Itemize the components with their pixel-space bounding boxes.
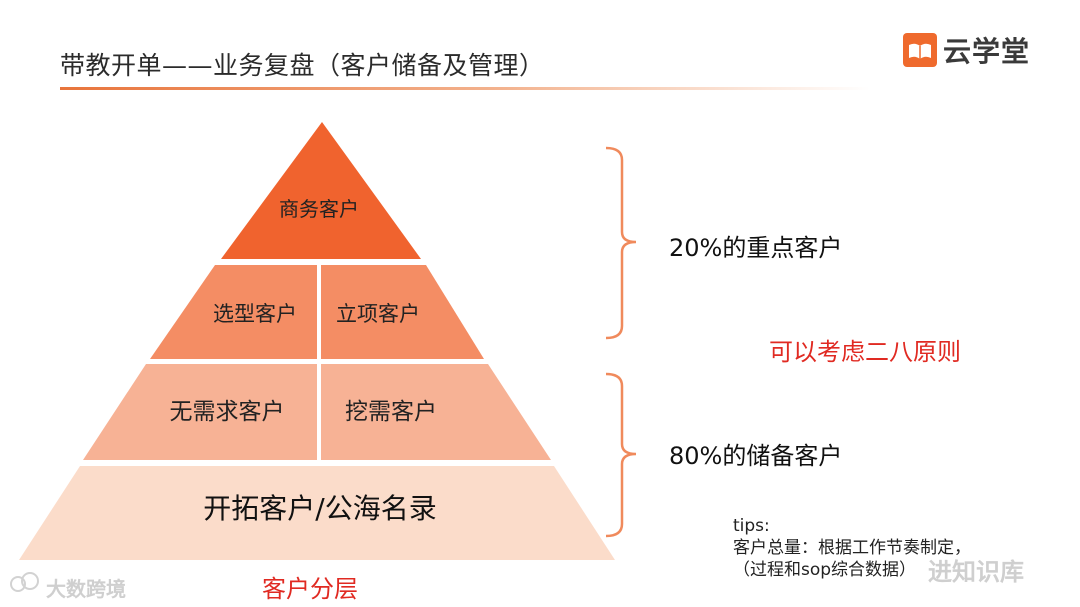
pyramid-tier-top bbox=[221, 122, 421, 259]
watermark-right: 进知识库 bbox=[928, 558, 1024, 586]
tier-base-label: 开拓客户/公海名录 bbox=[203, 492, 436, 525]
pyramid-tier-2-left bbox=[150, 265, 317, 359]
title-underline bbox=[60, 87, 870, 90]
tier-3-left-label: 无需求客户 bbox=[170, 399, 285, 425]
bracket-bottom-group bbox=[605, 372, 637, 538]
tips-note: tips: 客户总量：根据工作节奏制定， （过程和sop综合数据） bbox=[733, 515, 971, 581]
watermark-left: 大数跨境 bbox=[46, 577, 126, 601]
tips-line-1: 客户总量：根据工作节奏制定， bbox=[733, 538, 971, 558]
brand-name: 云学堂 bbox=[943, 35, 1031, 68]
bracket-top-group bbox=[605, 146, 637, 340]
tier-3-right-label: 挖需客户 bbox=[345, 399, 437, 425]
chat-bubble-icon bbox=[10, 572, 39, 592]
group-label-reserve-customers: 80%的储备客户 bbox=[669, 442, 843, 470]
page-title: 带教开单——业务复盘（客户储备及管理） bbox=[60, 51, 545, 80]
group-label-key-customers: 20%的重点客户 bbox=[669, 234, 843, 262]
pyramid-tier-3-right bbox=[321, 364, 551, 460]
tips-heading: tips: bbox=[733, 516, 770, 536]
tier-top-label: 商务客户 bbox=[279, 197, 359, 221]
pyramid-tier-base bbox=[19, 466, 615, 560]
tier-2-right-label: 立项客户 bbox=[336, 302, 420, 326]
pareto-rule-note: 可以考虑二八原则 bbox=[769, 338, 961, 366]
tips-line-2: （过程和sop综合数据） bbox=[733, 560, 917, 580]
brand-logo: 云学堂 bbox=[903, 32, 1030, 68]
pyramid-tier-2-right bbox=[321, 265, 484, 359]
book-logo-icon bbox=[903, 33, 937, 67]
tier-2-left-label: 选型客户 bbox=[213, 302, 297, 326]
pyramid-tier-3-left bbox=[83, 364, 317, 460]
pyramid-caption: 客户分层 bbox=[262, 575, 358, 603]
